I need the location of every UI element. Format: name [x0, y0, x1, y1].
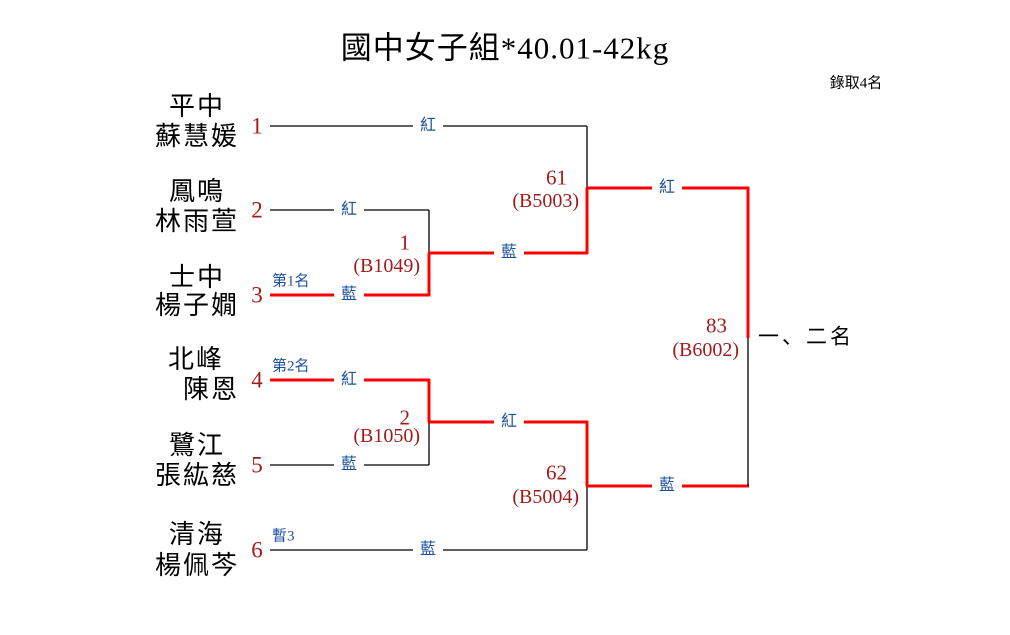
- entrant-2-seed: 2: [251, 197, 263, 223]
- match-1-blue-corner-label: 藍: [333, 287, 365, 303]
- match-1-code: (B1049): [353, 255, 420, 277]
- entrant-3-name: 楊子嫺: [154, 291, 240, 320]
- match-61-blue-corner-label: 藍: [493, 245, 525, 261]
- entrant-4-seed: 4: [251, 367, 263, 393]
- entrant-4-school: 北峰: [167, 345, 225, 374]
- match-1-red-corner-label: 紅: [333, 202, 365, 218]
- match-62-code: (B5004): [512, 486, 579, 508]
- entrant-1-school: 平中: [168, 92, 226, 121]
- match-83-code: (B6002): [672, 339, 739, 361]
- page-title: 國中女子組*40.01-42kg: [340, 30, 670, 66]
- match-62-blue-corner-label: 藍: [412, 542, 444, 558]
- match-83-red-corner-label: 紅: [651, 180, 683, 196]
- quota-note: 錄取4名: [829, 75, 883, 92]
- entrant-1-name: 蘇慧媛: [154, 122, 240, 151]
- entrant-2-school: 鳳鳴: [168, 177, 226, 206]
- final-rank-label: 一、二名: [758, 324, 854, 349]
- match-61-number: 61: [546, 165, 567, 190]
- entrant-6-seed: 6: [251, 537, 263, 563]
- entrant-4-result-note: 第2名: [272, 358, 310, 375]
- match-83-blue-corner-label: 藍: [651, 478, 683, 494]
- match-2-code: (B1050): [353, 425, 420, 447]
- entrant-5-school: 鷺江: [168, 431, 226, 460]
- match-62-number: 62: [546, 460, 567, 485]
- entrant-3-seed: 3: [251, 282, 263, 308]
- entrant-6-name: 楊佩芩: [154, 551, 240, 580]
- entrant-3-school: 士中: [168, 263, 226, 292]
- entrant-6-result-note: 暫3: [272, 528, 295, 545]
- match-2-blue-corner-label: 藍: [333, 457, 365, 473]
- match-2-red-corner-label: 紅: [333, 372, 365, 388]
- match-83-number: 83: [706, 313, 727, 338]
- entrant-5-seed: 5: [251, 452, 263, 478]
- entrant-5-name: 張紘慈: [154, 461, 240, 490]
- match-62-red-corner-label: 紅: [493, 414, 525, 430]
- entrant-6-school: 清海: [168, 520, 226, 549]
- match-1-number: 1: [399, 230, 411, 255]
- entrant-1-seed: 1: [251, 113, 263, 139]
- match-2-number: 2: [399, 405, 411, 430]
- match-61-red-corner-label: 紅: [412, 118, 444, 134]
- entrant-2-name: 林雨萱: [154, 207, 240, 236]
- entrant-4-name: 陳恩: [182, 375, 240, 404]
- match-61-code: (B5003): [512, 190, 579, 212]
- entrant-3-result-note: 第1名: [272, 273, 310, 290]
